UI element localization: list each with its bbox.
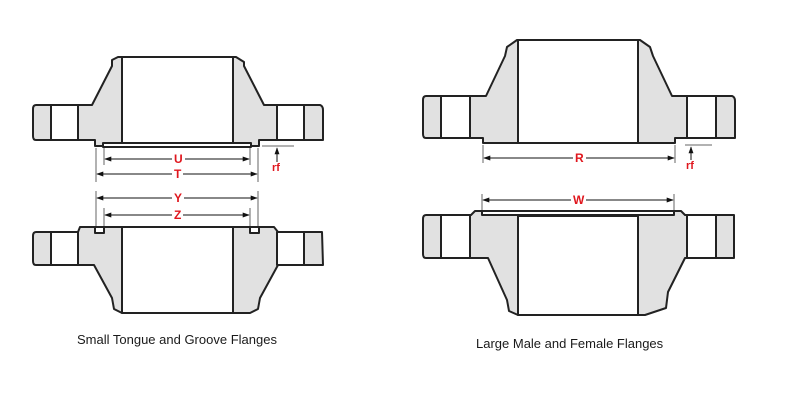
- male-flange: [422, 39, 736, 144]
- dimension-label-r: R: [573, 151, 586, 165]
- caption-male-female: Large Male and Female Flanges: [476, 336, 664, 351]
- raised-face-label-left: rf: [272, 162, 280, 174]
- tongue-flange: [32, 56, 324, 148]
- dimension-lines-left: [95, 145, 294, 226]
- dimension-lines-right: [481, 144, 712, 210]
- dimension-label-z: Z: [172, 208, 184, 222]
- groove-flange: [32, 226, 324, 314]
- caption-tongue-groove: Small Tongue and Groove Flanges: [77, 332, 277, 347]
- female-flange: [422, 210, 735, 316]
- dimension-arrows-right: [482, 146, 694, 203]
- dimension-label-t: T: [172, 167, 184, 181]
- dimension-label-w: W: [571, 193, 587, 207]
- dimension-label-y: Y: [172, 191, 185, 205]
- dimension-label-u: U: [172, 152, 185, 166]
- raised-face-label-right: rf: [686, 160, 694, 172]
